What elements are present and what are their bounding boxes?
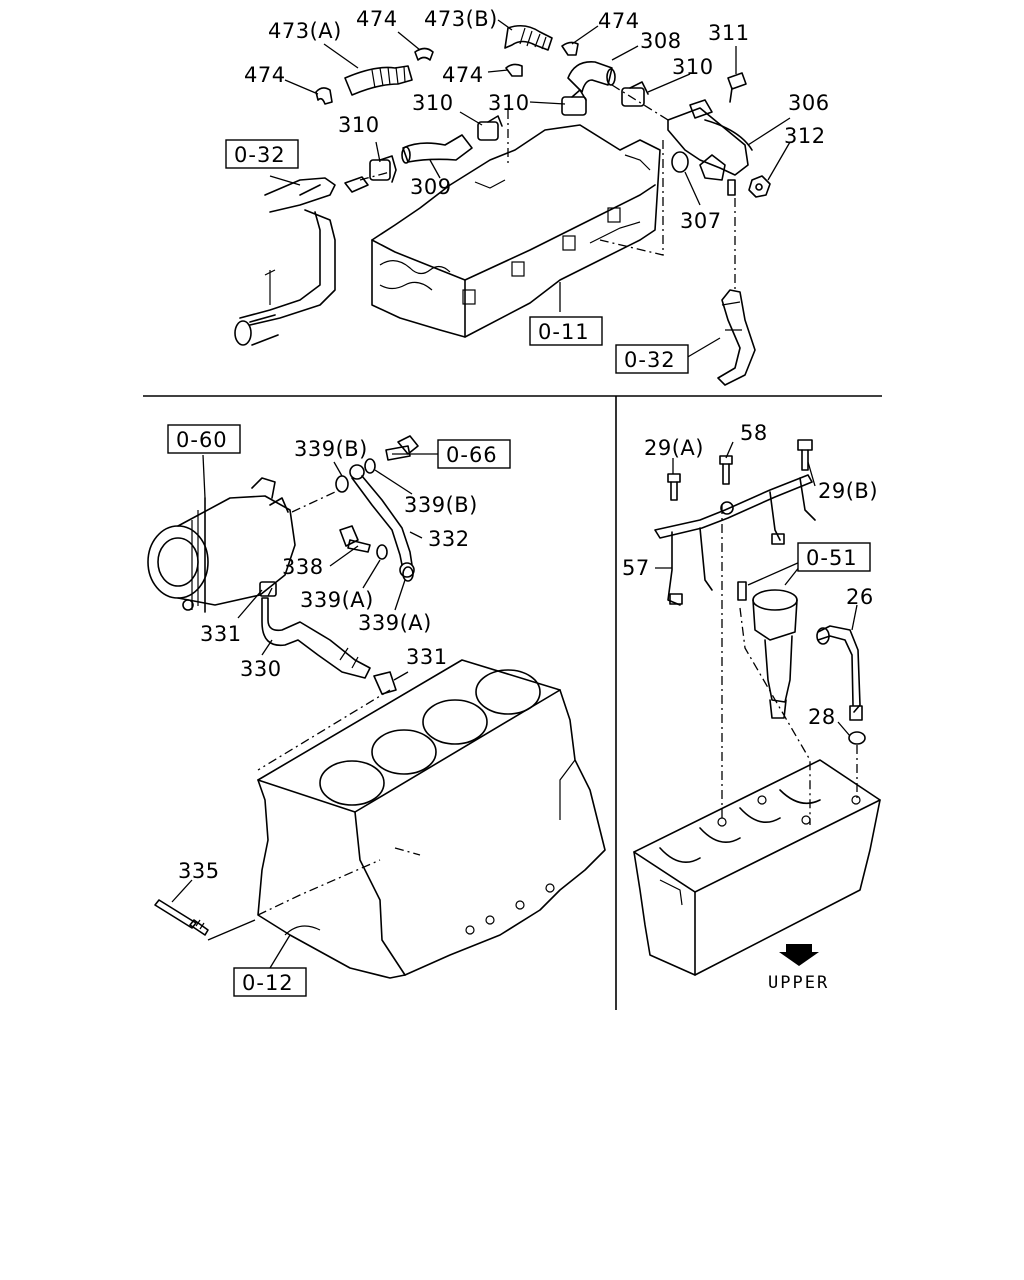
ref-label-011: 0-11 xyxy=(538,320,590,344)
nut-312 xyxy=(748,175,771,198)
clip-310-mid xyxy=(477,115,503,141)
callout-474-top2: 474 xyxy=(598,9,640,33)
callout-307: 307 xyxy=(680,209,722,233)
callout-29b: 29(B) xyxy=(818,479,878,503)
callout-309: 309 xyxy=(410,175,452,199)
clip-331-right xyxy=(373,671,397,695)
right-dash-lines xyxy=(721,505,858,825)
hose-309 xyxy=(401,134,473,164)
ref-label-051: 0-51 xyxy=(806,546,858,570)
callout-339a-low: 339(A) xyxy=(358,611,432,635)
ref-label-066: 0-66 xyxy=(446,443,498,467)
callout-312: 312 xyxy=(784,124,826,148)
washer-339a-mid xyxy=(376,544,388,560)
upper-direction-label: UPPER xyxy=(768,973,829,993)
ref-label-032-right: 0-32 xyxy=(624,348,676,372)
top-leaders xyxy=(269,19,791,359)
bolt-29b xyxy=(797,439,813,471)
right-leaders xyxy=(655,441,858,737)
callout-339b-right: 339(B) xyxy=(404,493,478,517)
callout-29a: 29(A) xyxy=(644,436,704,460)
callout-310-right: 310 xyxy=(672,55,714,79)
water-pipe-left xyxy=(234,176,369,346)
clamp-474-c xyxy=(561,41,579,56)
washer-339b-right xyxy=(364,458,376,474)
ref-label-032-left: 0-32 xyxy=(234,143,286,167)
callout-330: 330 xyxy=(240,657,282,681)
alternator-drawing xyxy=(147,477,296,613)
upper-arrow xyxy=(779,944,819,966)
cylinder-block-drawing xyxy=(257,659,606,979)
hose-330 xyxy=(261,597,371,679)
callout-310-a: 310 xyxy=(412,91,454,115)
cylinder-head-drawing xyxy=(371,124,661,338)
callout-331-left: 331 xyxy=(200,622,242,646)
ref-box-051 xyxy=(797,542,871,572)
water-pipe-right xyxy=(717,289,756,386)
callout-57: 57 xyxy=(622,556,650,580)
clamp-474-d xyxy=(505,63,523,77)
left-leaders xyxy=(171,453,440,969)
ref-box-011 xyxy=(529,316,603,346)
ref-box-032-right xyxy=(615,344,689,374)
hose-308 xyxy=(567,61,616,93)
bolt-066 xyxy=(385,435,419,461)
right-bottom-section xyxy=(633,439,881,976)
clamp-474-b xyxy=(315,87,333,105)
ref-box-066 xyxy=(437,439,511,469)
harness-bracket-drawing xyxy=(654,474,816,606)
callout-473b: 473(B) xyxy=(424,7,498,31)
reference-boxes: 0-32 0-11 0-32 0-60 0-66 0-12 0-51 xyxy=(167,139,871,997)
callout-306: 306 xyxy=(788,91,830,115)
callout-28: 28 xyxy=(808,705,836,729)
left-dash-lines xyxy=(257,491,421,856)
callout-311: 311 xyxy=(708,21,750,45)
top-dash-lines xyxy=(359,84,736,290)
stud-58 xyxy=(719,455,733,485)
injector-drawing xyxy=(737,581,798,719)
washer-339b-top xyxy=(335,475,349,493)
ref-label-060: 0-60 xyxy=(176,428,228,452)
bolt-29a xyxy=(667,473,681,501)
clip-310-left xyxy=(369,155,397,183)
hose-473b xyxy=(504,24,553,51)
callout-332: 332 xyxy=(428,527,470,551)
callout-308: 308 xyxy=(640,29,682,53)
ref-box-032-left xyxy=(225,139,299,169)
top-section xyxy=(234,19,791,386)
ring-307 xyxy=(671,151,689,173)
callout-474-mid: 474 xyxy=(442,63,484,87)
callout-473a: 473(A) xyxy=(268,19,342,43)
callout-310-b: 310 xyxy=(488,91,530,115)
bolt-311 xyxy=(727,72,747,103)
clip-310-right xyxy=(621,81,649,107)
pipe-26 xyxy=(816,625,863,721)
clamp-474-a xyxy=(414,47,434,61)
callout-labels: 473(A) 474 473(B) 474 474 474 308 311 31… xyxy=(178,7,878,993)
callout-310-left: 310 xyxy=(338,113,380,137)
washer-28 xyxy=(848,731,866,745)
washer-339a-low xyxy=(402,566,414,582)
callout-339a-mid: 339(A) xyxy=(300,588,374,612)
bolt-338 xyxy=(339,525,371,553)
callout-331-right: 331 xyxy=(406,645,448,669)
oil-pipe-332 xyxy=(349,464,415,578)
lower-block-drawing xyxy=(633,759,881,976)
ref-box-060 xyxy=(167,424,241,454)
callout-338: 338 xyxy=(282,555,324,579)
callout-26: 26 xyxy=(846,585,874,609)
ref-label-012: 0-12 xyxy=(242,971,294,995)
callout-58: 58 xyxy=(740,421,768,445)
hose-473a xyxy=(344,65,413,96)
pin-335 xyxy=(154,899,209,936)
callout-335: 335 xyxy=(178,859,220,883)
callout-474-left: 474 xyxy=(244,63,286,87)
water-pipe-306 xyxy=(667,99,753,196)
left-bottom-section xyxy=(147,435,606,979)
callout-339b-top: 339(B) xyxy=(294,437,368,461)
ref-box-012 xyxy=(233,967,307,997)
callout-474-top1: 474 xyxy=(356,7,398,31)
clip-310-center xyxy=(561,89,587,116)
